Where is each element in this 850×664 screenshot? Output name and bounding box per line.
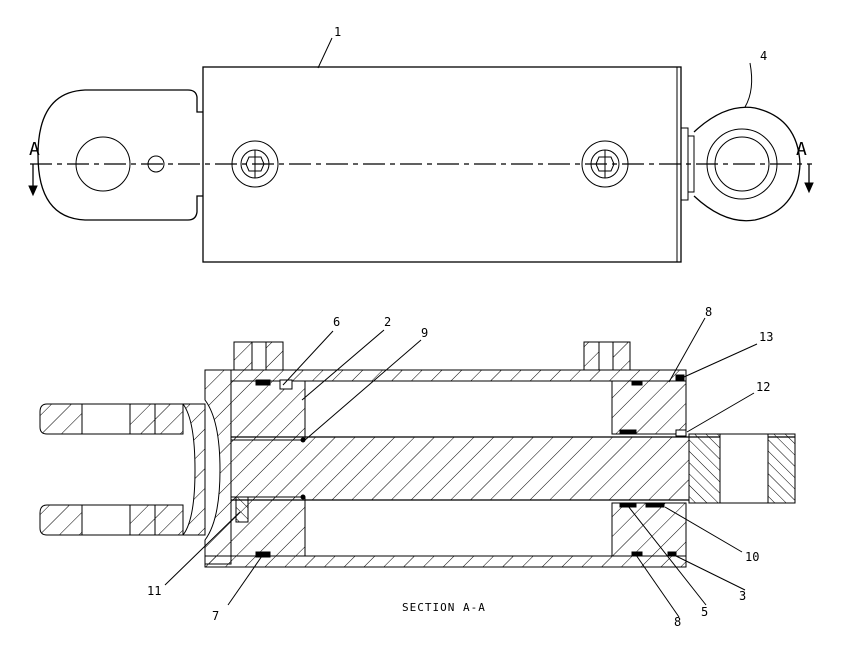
section-view xyxy=(39,341,796,568)
ring-8-top xyxy=(631,380,643,386)
section-mark-left: A xyxy=(29,139,40,160)
callout-10: 10 xyxy=(745,550,759,564)
leader-lines xyxy=(164,37,758,618)
callout-4: 4 xyxy=(760,49,767,63)
section-mark-right: A xyxy=(796,139,807,160)
seal-5 xyxy=(619,502,637,508)
seal-6 xyxy=(255,379,271,386)
barrel-wall-top xyxy=(230,369,687,382)
wiper-10 xyxy=(645,502,665,508)
callout-9: 9 xyxy=(421,326,428,340)
section-caption: SECTION A-A xyxy=(402,601,486,614)
callout-3: 3 xyxy=(739,589,746,603)
piston-rod xyxy=(230,436,690,501)
callout-13: 13 xyxy=(759,330,773,344)
top-view xyxy=(28,66,814,263)
seal-11 xyxy=(235,496,249,523)
head-end-cap xyxy=(204,369,232,565)
callout-7: 7 xyxy=(212,609,219,623)
seal-3 xyxy=(667,551,677,557)
callout-2: 2 xyxy=(384,315,391,329)
seal-7 xyxy=(255,551,271,558)
left-clevis xyxy=(37,89,203,221)
callout-6: 6 xyxy=(333,315,340,329)
callout-8-bottom: 8 xyxy=(674,615,681,629)
callout-5: 5 xyxy=(701,605,708,619)
ring-12 xyxy=(675,429,687,437)
callout-8-top: 8 xyxy=(705,305,712,319)
rod-guide-upper xyxy=(611,380,687,435)
seal-2 xyxy=(279,379,293,390)
barrel-wall-bottom xyxy=(204,555,687,568)
callout-11: 11 xyxy=(147,584,161,598)
ring-8-bottom xyxy=(631,551,643,557)
callout-12: 12 xyxy=(756,380,770,394)
ring-13 xyxy=(675,374,685,381)
rod-guide-lower xyxy=(611,502,687,557)
piston-upper xyxy=(230,380,306,441)
ring-9 xyxy=(300,437,306,443)
callout-1: 1 xyxy=(334,25,341,39)
